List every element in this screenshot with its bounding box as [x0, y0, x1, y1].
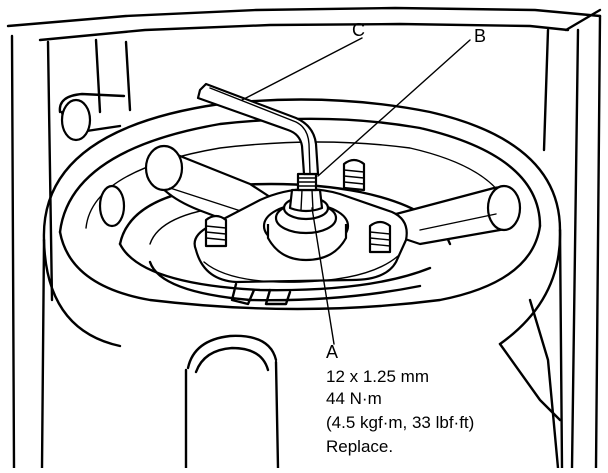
mount-stud: [368, 220, 392, 254]
torque-nm-text: 44 N·m: [326, 389, 382, 408]
self-locking-nut: [288, 188, 324, 213]
leader-lines: [241, 37, 471, 345]
callout-c-label: C: [352, 20, 365, 40]
callout-b-label: B: [474, 26, 486, 46]
leader-line-c: [241, 37, 363, 101]
replace-note-text: Replace.: [326, 437, 393, 456]
nut-size-text: 12 x 1.25 mm: [326, 367, 429, 386]
leader-line-b: [317, 39, 471, 177]
center-bushing: [262, 172, 350, 262]
mount-stud: [342, 158, 366, 192]
damper-shaft: [296, 172, 318, 192]
hex-wrench: [196, 82, 320, 176]
callout-a-label: A: [326, 342, 338, 362]
leader-line-a: [311, 207, 335, 345]
mount-stud: [204, 214, 228, 248]
spring-compressor-frame: [6, 6, 602, 470]
outer-spring-seat: [40, 98, 564, 470]
torque-alt-text: (4.5 kgf·m, 33 lbf·ft): [326, 413, 474, 432]
